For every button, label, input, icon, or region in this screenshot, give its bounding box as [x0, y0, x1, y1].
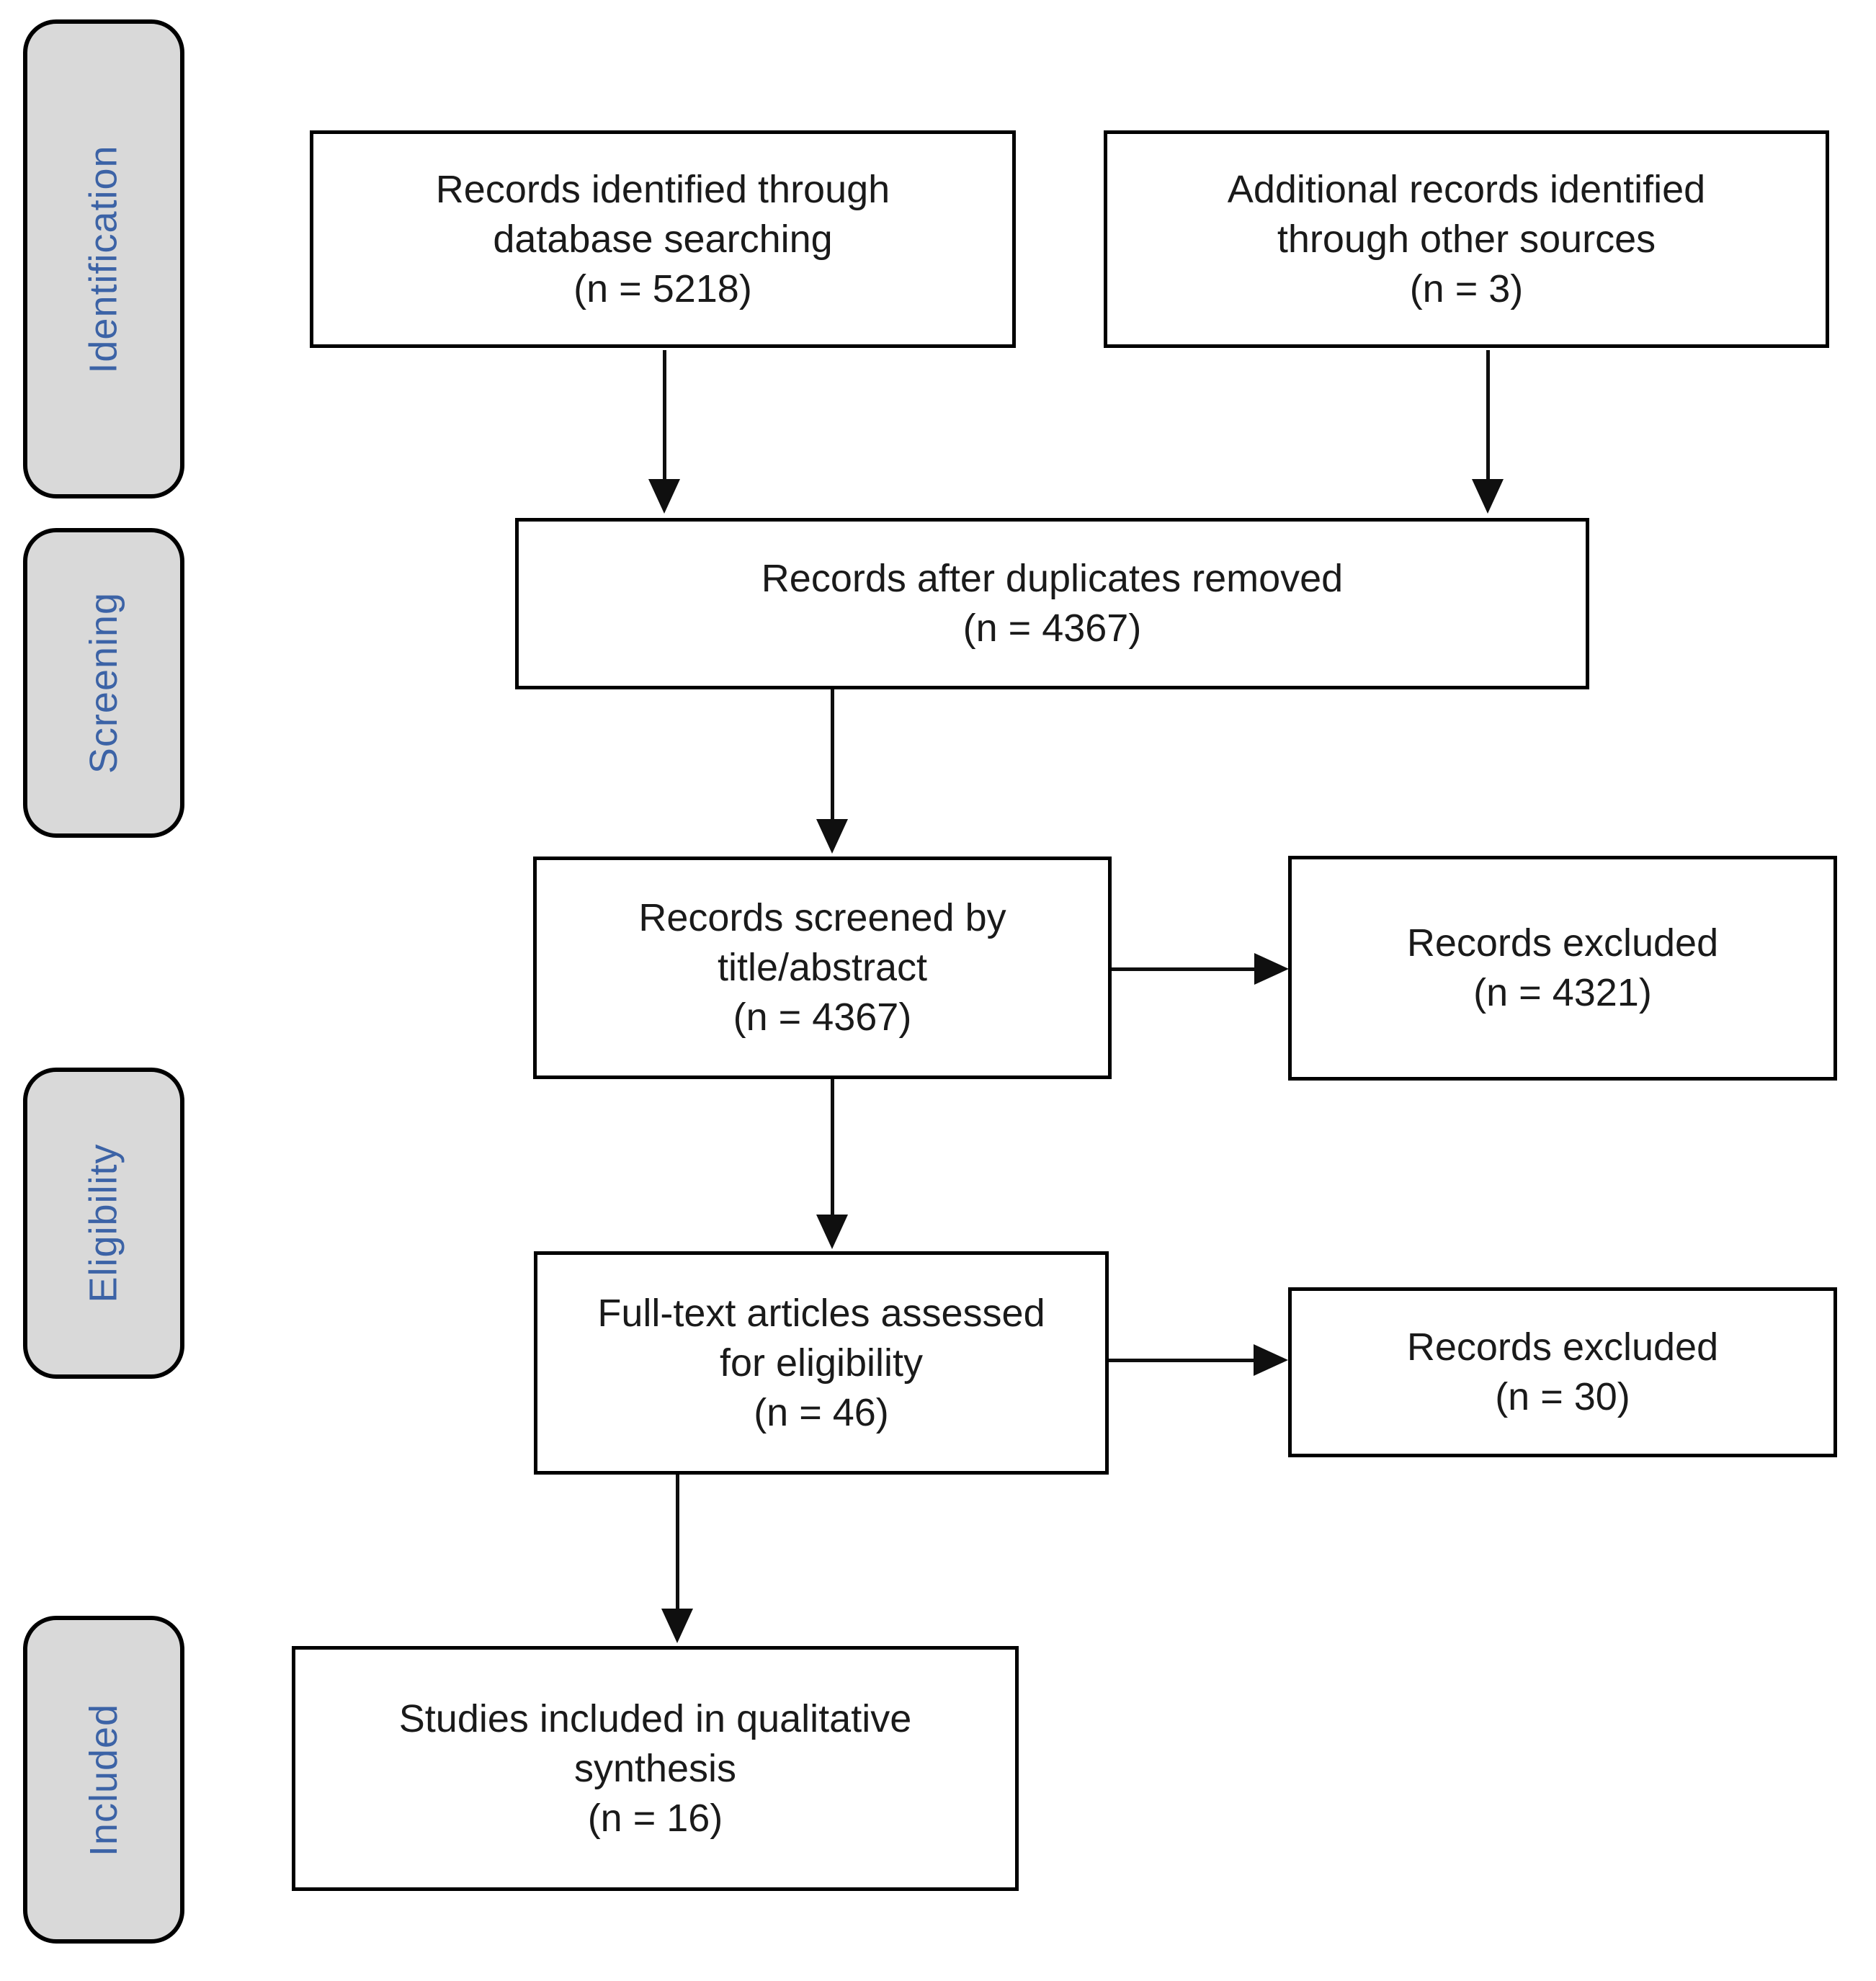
box-line: (n = 30): [1495, 1375, 1630, 1418]
box-additional-records: Additional records identified through ot…: [1104, 130, 1829, 348]
arrow-additional-to-duplicates-line: [1486, 350, 1490, 480]
box-line: (n = 4367): [733, 996, 912, 1039]
arrow-duplicates-to-screened-line: [831, 689, 834, 820]
box-records-excluded-screening: Records excluded (n = 4321): [1288, 856, 1837, 1081]
box-line: (n = 5218): [573, 267, 752, 310]
arrowhead-right-icon: [1254, 1344, 1288, 1376]
box-records-excluded-fulltext: Records excluded (n = 30): [1288, 1287, 1837, 1457]
stage-identification: Identification: [23, 19, 184, 498]
box-line: Records excluded: [1406, 1325, 1719, 1369]
arrow-fulltext-to-excluded-line: [1109, 1359, 1254, 1362]
box-records-identified: Records identified through database sear…: [310, 130, 1016, 348]
arrowhead-right-icon: [1254, 953, 1289, 985]
arrow-screened-to-excluded-line: [1112, 967, 1256, 971]
box-line: database searching: [493, 217, 833, 261]
box-line: synthesis: [573, 1746, 737, 1790]
stage-eligibility-label: Eligibility: [82, 1143, 126, 1303]
stage-included-label: Included: [82, 1703, 126, 1856]
stage-screening-label: Screening: [82, 591, 126, 774]
arrow-identified-to-duplicates-line: [663, 350, 666, 480]
box-line: Records after duplicates removed: [761, 557, 1344, 600]
stage-eligibility: Eligibility: [23, 1068, 184, 1379]
box-records-screened: Records screened by title/abstract (n = …: [533, 857, 1112, 1079]
stage-identification-label: Identification: [82, 144, 126, 374]
arrowhead-down-icon: [648, 479, 680, 514]
box-line: (n = 4367): [962, 607, 1142, 650]
box-fulltext-assessed: Full-text articles assessed for eligibil…: [534, 1251, 1109, 1475]
box-line: title/abstract: [717, 946, 928, 989]
arrow-fulltext-to-included-line: [676, 1475, 679, 1610]
arrowhead-down-icon: [816, 819, 848, 854]
box-line: for eligibility: [719, 1341, 924, 1385]
arrowhead-down-icon: [661, 1609, 693, 1643]
box-line: (n = 46): [754, 1390, 889, 1434]
box-line: Records screened by: [638, 896, 1006, 939]
box-line: Studies included in qualitative: [398, 1696, 912, 1740]
box-line: Records excluded: [1406, 921, 1719, 965]
arrow-screened-to-fulltext-line: [831, 1079, 834, 1216]
box-studies-included: Studies included in qualitative synthesi…: [292, 1646, 1019, 1891]
stage-screening: Screening: [23, 528, 184, 838]
arrowhead-down-icon: [1472, 479, 1504, 514]
box-line: (n = 3): [1409, 267, 1524, 310]
box-line: (n = 16): [587, 1796, 723, 1840]
arrowhead-down-icon: [816, 1215, 848, 1249]
box-line: (n = 4321): [1473, 971, 1652, 1014]
box-line: Additional records identified: [1227, 167, 1706, 211]
box-line: through other sources: [1277, 217, 1656, 261]
box-after-duplicates: Records after duplicates removed (n = 43…: [515, 518, 1589, 689]
box-line: Full-text articles assessed: [597, 1291, 1045, 1335]
box-line: Records identified through: [435, 167, 890, 211]
stage-included: Included: [23, 1616, 184, 1944]
